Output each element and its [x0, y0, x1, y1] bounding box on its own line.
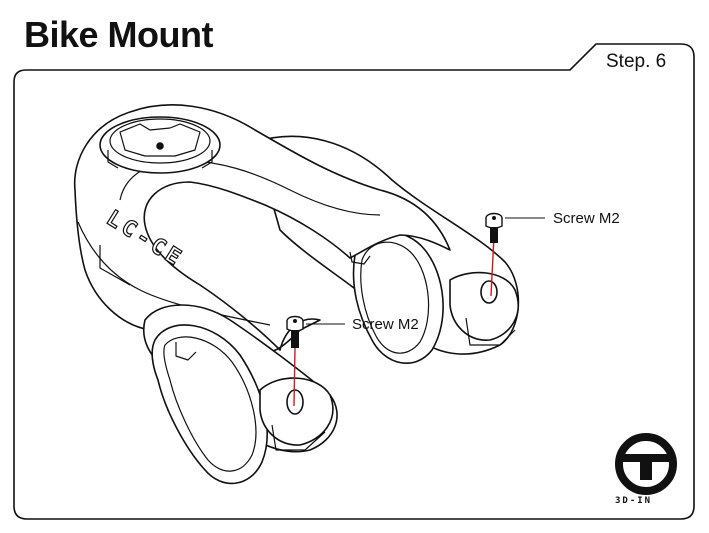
- steering-wheel-logo-icon: [615, 433, 677, 495]
- screw-callout-label: Screw M2: [352, 316, 419, 333]
- step-label: Step. 6: [606, 51, 667, 72]
- screw-m2-left-icon: [286, 315, 345, 407]
- screw-m2-right-icon: [485, 212, 545, 297]
- panel-border: [13, 43, 695, 520]
- bike-mount-illustration: [73, 104, 520, 485]
- screw-callout-label: Screw M2: [553, 210, 620, 227]
- brand-logo-text: 3D-IN: [615, 496, 653, 506]
- page-title: Bike Mount: [24, 14, 214, 55]
